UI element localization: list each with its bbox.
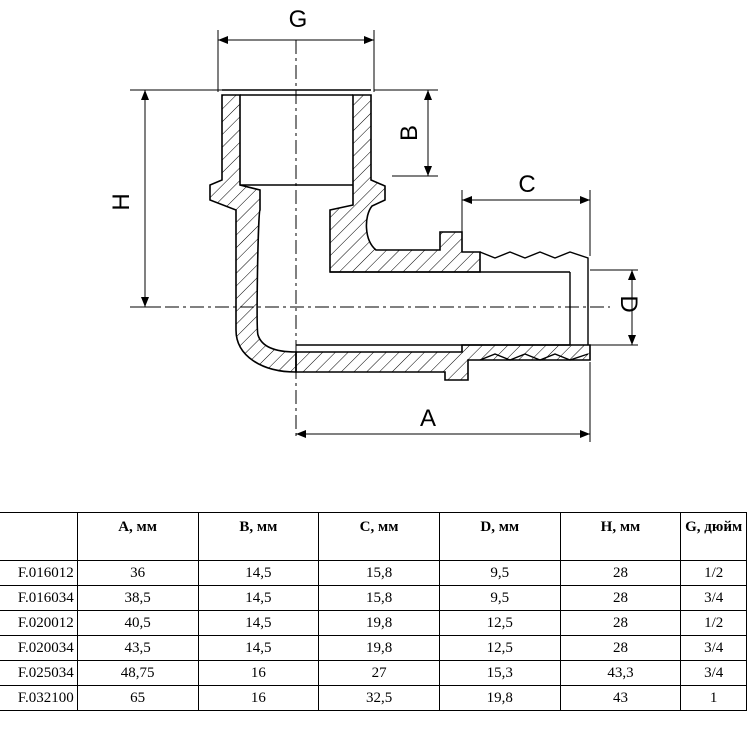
table-row: F.016012 36 14,5 15,8 9,5 28 1/2 [0,560,747,586]
cell-g: 1/2 [680,610,747,636]
cell-h: 43 [559,685,682,711]
header-a: A, мм [76,512,199,561]
cell-a: 48,75 [76,660,199,686]
header-c: C, мм [318,512,440,561]
cell-code: F.025034 [0,660,78,686]
header-code [0,512,78,561]
fitting-body [209,94,591,381]
cell-h: 28 [559,635,682,661]
cell-code: F.032100 [0,685,78,711]
cell-b: 14,5 [197,610,320,636]
dimensions-table: A, мм B, мм C, мм D, мм H, мм G, дюйм F.… [0,512,747,711]
table-row: F.016034 38,5 14,5 15,8 9,5 28 3/4 [0,585,747,611]
dim-label-c: C [518,171,535,198]
cell-d: 15,3 [438,660,561,686]
cell-d: 19,8 [438,685,561,711]
cell-code: F.016012 [0,560,78,586]
dim-label-g: G [289,6,308,33]
cell-b: 16 [197,685,320,711]
header-b: B, мм [197,512,320,561]
dimension-lines [141,36,636,438]
cell-a: 38,5 [76,585,199,611]
cell-code: F.020034 [0,635,78,661]
cell-a: 43,5 [76,635,199,661]
cell-g: 3/4 [680,585,747,611]
table-row: F.020012 40,5 14,5 19,8 12,5 28 1/2 [0,610,747,636]
header-h: H, мм [559,512,682,561]
cell-code: F.020012 [0,610,78,636]
cell-a: 65 [76,685,199,711]
table-row: F.025034 48,75 16 27 15,3 43,3 3/4 [0,660,747,686]
dim-label-a: A [420,405,436,432]
cell-b: 16 [197,660,320,686]
header-d: D, мм [438,512,561,561]
dim-label-d: D [615,295,642,312]
cell-d: 12,5 [438,610,561,636]
cell-g: 3/4 [680,660,747,686]
dim-label-h: H [108,193,135,210]
cell-c: 19,8 [318,635,440,661]
cell-g: 1/2 [680,560,747,586]
cell-c: 15,8 [318,560,440,586]
cell-c: 15,8 [318,585,440,611]
cell-d: 9,5 [438,560,561,586]
table-header-row: A, мм B, мм C, мм D, мм H, мм G, дюйм [0,512,747,561]
cell-h: 28 [559,560,682,586]
table-row: F.020034 43,5 14,5 19,8 12,5 28 3/4 [0,635,747,661]
dim-label-b: B [396,125,423,141]
cell-c: 32,5 [318,685,440,711]
cell-g: 3/4 [680,635,747,661]
cell-h: 28 [559,585,682,611]
cell-d: 12,5 [438,635,561,661]
cell-c: 19,8 [318,610,440,636]
fitting-technical-drawing: G B C H D A [108,6,642,442]
cell-b: 14,5 [197,585,320,611]
extension-lines [130,30,638,442]
barb-ribs [479,251,589,361]
cell-h: 43,3 [559,660,682,686]
cell-a: 36 [76,560,199,586]
cell-b: 14,5 [197,560,320,586]
cell-code: F.016034 [0,585,78,611]
header-g: G, дюйм [680,512,747,561]
table-row: F.032100 65 16 32,5 19,8 43 1 [0,685,747,711]
centerlines [140,40,610,440]
cell-b: 14,5 [197,635,320,661]
cell-a: 40,5 [76,610,199,636]
cell-h: 28 [559,610,682,636]
cell-d: 9,5 [438,585,561,611]
cell-c: 27 [318,660,440,686]
cell-g: 1 [680,685,747,711]
